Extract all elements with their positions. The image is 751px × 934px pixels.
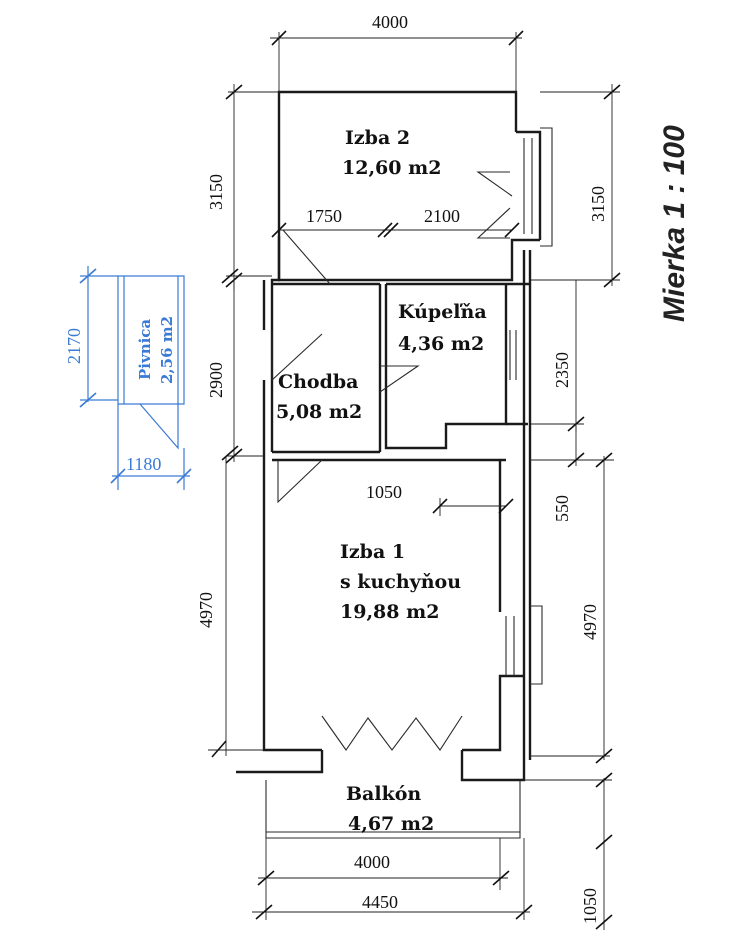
dim-pivnica-height: 2170 (64, 328, 84, 364)
room-area-kupelna: 4,36 m2 (398, 333, 484, 355)
dim-top-width: 4000 (372, 12, 408, 32)
dim-bottom-inner: 4000 (354, 852, 390, 872)
room-name-chodba: Chodba (278, 371, 359, 393)
room-name-izba-1: Izba 1 (340, 541, 405, 563)
scale-label: Mierka 1 : 100 (658, 125, 691, 322)
dim-izba2-right: 3150 (588, 186, 608, 222)
dim-pivnica-width: 1180 (126, 454, 161, 474)
dim-izba2-left: 3150 (206, 174, 226, 210)
room-name-izba-2: Izba 2 (345, 127, 410, 149)
dim-balcony-depth: 1050 (580, 888, 600, 924)
cellar-drawing (79, 266, 192, 490)
room-name-balkon: Balkón (346, 783, 421, 805)
room-name-kupelna: Kúpeľňa (398, 301, 487, 323)
dim-small-gap: 550 (552, 495, 572, 522)
room-subtitle-izba-1: s kuchyňou (340, 571, 461, 593)
room-area-chodba: 5,08 m2 (276, 401, 362, 423)
room-area-pivnica: 2,56 m2 (158, 316, 176, 384)
doors (271, 171, 513, 751)
walls (236, 90, 553, 839)
dim-hall-left: 1750 (306, 206, 342, 226)
room-area-izba-2: 12,60 m2 (342, 157, 441, 179)
dim-middle-left: 2900 (206, 362, 226, 398)
room-name-pivnica: Pivnica (136, 319, 154, 380)
dim-izba1-right: 4970 (580, 604, 600, 640)
dim-izba1-left: 4970 (196, 592, 216, 628)
room-area-balkon: 4,67 m2 (348, 813, 434, 835)
dim-izba1-inner: 1050 (366, 482, 402, 502)
room-area-izba-1: 19,88 m2 (340, 601, 439, 623)
dim-bottom-outer: 4450 (362, 892, 398, 912)
dim-kupelna-right: 2350 (552, 352, 572, 388)
dim-hall-right: 2100 (424, 206, 460, 226)
dimension-lines (208, 30, 621, 930)
